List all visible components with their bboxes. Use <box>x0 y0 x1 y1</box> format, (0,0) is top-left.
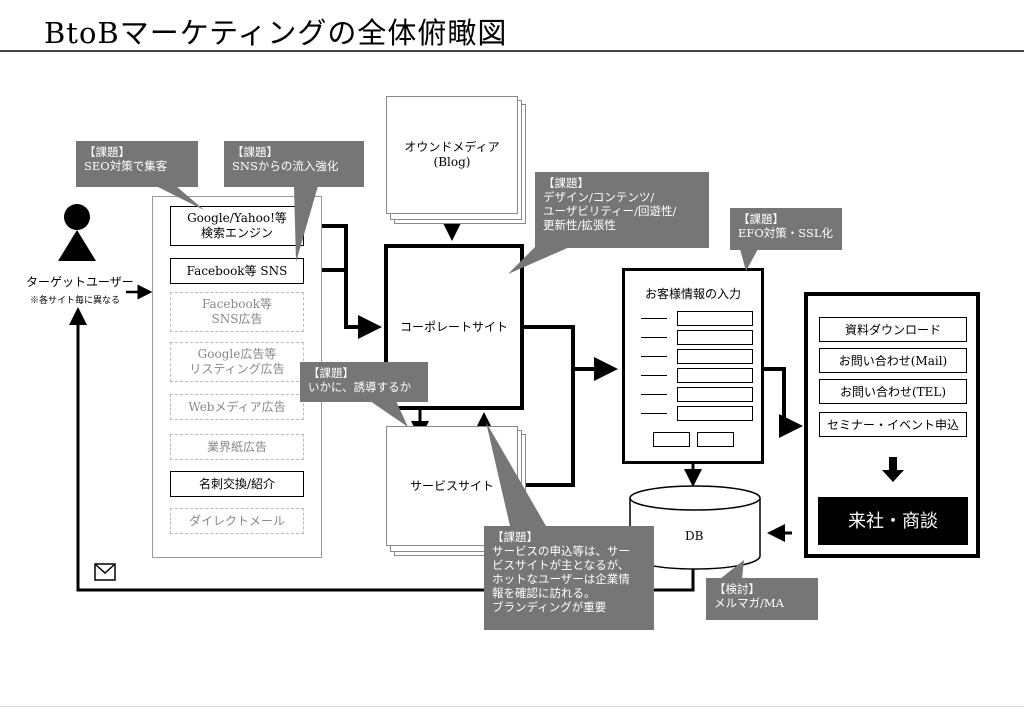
db-label: DB <box>685 529 704 543</box>
callout-ma: 【検討】 メルマガ/MA <box>706 578 818 620</box>
channel-listing-ads[interactable]: Google広告等 リスティング広告 <box>170 342 304 382</box>
form-input-field[interactable] <box>677 368 753 383</box>
channel-sns[interactable]: Facebook等 SNS <box>170 258 304 284</box>
callout-guide: 【課題】 いかに、誘導するか <box>300 362 428 402</box>
db-cylinder-icon <box>629 485 761 570</box>
line-corporate-to-form <box>523 325 618 381</box>
channel-search-engine[interactable]: Google/Yahoo!等 検索エンジン <box>170 206 304 246</box>
callout-pointer <box>486 422 546 526</box>
cta-document-download[interactable]: 資料ダウンロード <box>819 317 967 342</box>
form-input-field[interactable] <box>677 387 753 402</box>
form-label-line <box>641 413 667 414</box>
form-button[interactable] <box>697 432 734 447</box>
form-label-line <box>641 356 667 357</box>
callout-pointer <box>370 401 408 427</box>
arrow-down-icon <box>882 457 904 482</box>
person-icon <box>58 204 96 261</box>
cta-inquiry-tel[interactable]: お問い合わせ(TEL) <box>819 379 967 404</box>
form-input-field[interactable] <box>677 311 753 326</box>
form-input-field[interactable] <box>677 406 753 421</box>
customer-form-panel: お客様情報の入力 <box>622 268 764 464</box>
owned-media-box[interactable]: オウンドメディア (Blog) <box>386 96 518 214</box>
callout-pointer <box>720 560 744 579</box>
callout-pointer <box>740 249 758 271</box>
target-user-label: ターゲットユーザー <box>26 275 134 289</box>
channel-trade-paper-ads[interactable]: 業界紙広告 <box>170 434 304 460</box>
callout-service: 【課題】 サービスの申込等は、サー ビスサイトが主となるが、 ホットなユーザーは… <box>484 526 654 630</box>
line-form-to-conversions <box>764 367 803 438</box>
form-label-line <box>641 337 667 338</box>
line-service-to-form <box>523 369 575 487</box>
line-search-to-corporate <box>305 224 382 339</box>
channel-direct-mail[interactable]: ダイレクトメール <box>170 508 304 534</box>
mail-icon <box>94 563 116 581</box>
callout-sns: 【課題】 SNSからの流入強化 <box>224 141 364 187</box>
callout-pointer <box>508 246 572 274</box>
callout-pointer <box>156 186 204 210</box>
final-meeting-box[interactable]: 来社・商談 <box>818 497 968 545</box>
title-underline <box>0 50 1024 52</box>
page-title: BtoBマーケティングの全体俯瞰図 <box>44 16 508 50</box>
form-input-field[interactable] <box>677 330 753 345</box>
callout-design: 【課題】 デザイン/コンテンツ/ ユーザビリティー/回遊性/ 更新性/拡張性 <box>535 172 709 248</box>
form-label-line <box>641 394 667 395</box>
cta-inquiry-mail[interactable]: お問い合わせ(Mail) <box>819 348 967 373</box>
channel-sns-ads[interactable]: Facebook等 SNS広告 <box>170 292 304 332</box>
channel-web-media-ads[interactable]: Webメディア広告 <box>170 394 304 420</box>
callout-pointer <box>294 186 318 262</box>
form-button[interactable] <box>653 432 690 447</box>
form-label-line <box>641 375 667 376</box>
callout-seo: 【課題】 SEO対策で集客 <box>76 141 198 187</box>
form-label-line <box>641 318 667 319</box>
target-user-note: ※各サイト毎に異なる <box>30 296 121 306</box>
cta-seminar-signup[interactable]: セミナー・イベント申込 <box>819 412 967 437</box>
form-title: お客様情報の入力 <box>645 287 742 301</box>
channel-business-card[interactable]: 名刺交換/紹介 <box>170 471 304 497</box>
bottom-divider <box>0 706 1024 707</box>
line-db-loop-to-user <box>69 307 695 592</box>
callout-efo: 【課題】 EFO対策・SSL化 <box>730 208 842 250</box>
form-input-field[interactable] <box>677 349 753 364</box>
